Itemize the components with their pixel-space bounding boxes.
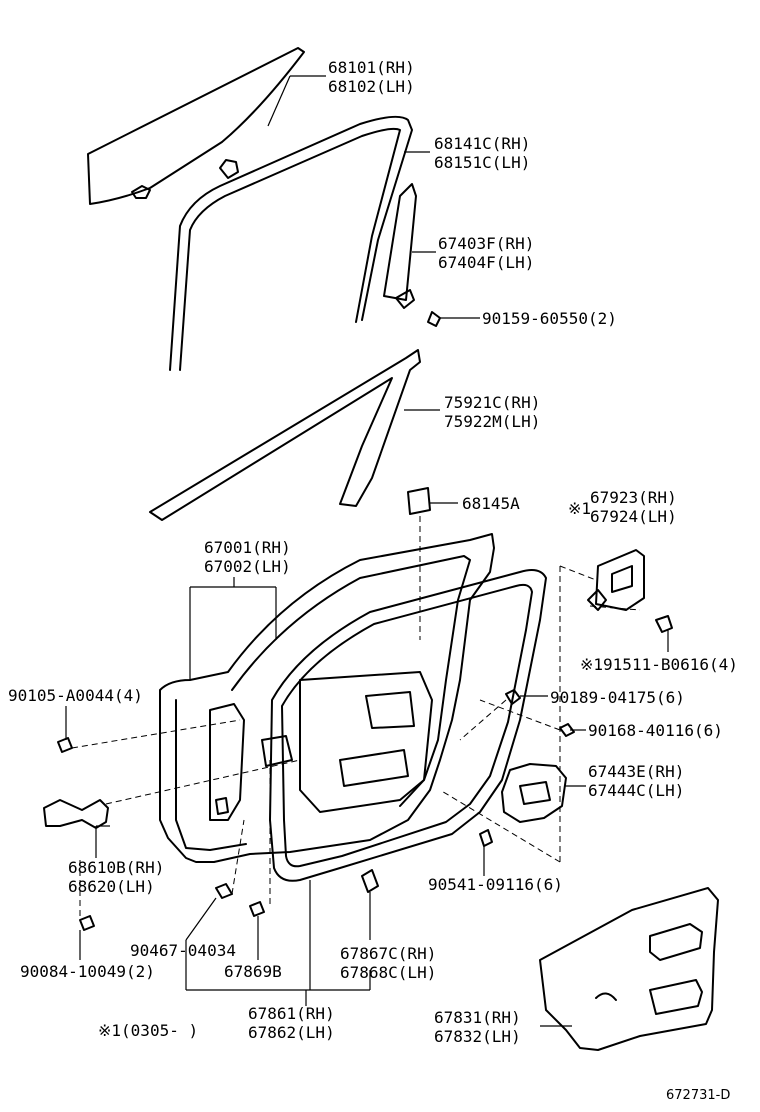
label-seal-b: 67869B — [224, 962, 282, 981]
hole-cover-part — [479, 689, 575, 847]
label-door-glass-rh: 68101(RH) — [328, 58, 415, 77]
label-pad: 68145A — [462, 494, 520, 513]
label-seal-b-text: 67869B — [224, 962, 282, 981]
label-door-panel: 67001(RH) 67002(LH) — [204, 538, 291, 576]
label-belt-moulding: 75921C(RH) 75922M(LH) — [444, 393, 540, 431]
label-door-glass: 68101(RH) 68102(LH) — [328, 58, 415, 96]
label-door-glass-lh: 68102(LH) — [328, 77, 415, 96]
label-bracket-lh: 67924(LH) — [590, 507, 677, 526]
label-screw-a: 90168-40116(6) — [588, 721, 723, 740]
label-weatherstrip-rh: 67861(RH) — [248, 1004, 335, 1023]
label-sash-bolt: 90159-60550(2) — [482, 309, 617, 328]
label-door-panel-rh: 67001(RH) — [204, 538, 291, 557]
label-glass-run: 68141C(RH) 68151C(LH) — [434, 134, 530, 172]
label-screw-a-text: 90168-40116(6) — [588, 721, 723, 740]
door-check-part — [43, 737, 109, 931]
label-sash-channel: 67403F(RH) 67404F(LH) — [438, 234, 534, 272]
label-sash-bolt-text: 90159-60550(2) — [482, 309, 617, 328]
label-door-panel-lh: 67002(LH) — [204, 557, 291, 576]
label-hole-film: 67831(RH) 67832(LH) — [434, 1008, 521, 1046]
label-clip-a: 90189-04175(6) — [550, 688, 685, 707]
label-glass-run-lh: 68151C(LH) — [434, 153, 531, 172]
label-hole-film-lh: 67832(LH) — [434, 1027, 521, 1046]
label-bracket: 67923(RH) 67924(LH) — [590, 488, 677, 526]
label-seal-c: 67867C(RH) 67868C(LH) — [340, 944, 436, 982]
label-note: ※1(0305- ) — [98, 1021, 198, 1040]
drawing-number: 672731-D — [666, 1086, 730, 1105]
label-weatherstrip-lh: 67862(LH) — [248, 1023, 335, 1042]
label-hinge-bolt-text: 90105-A0044(4) — [8, 686, 143, 705]
label-bracket-mark-text: ※1 — [568, 499, 592, 518]
label-hole-cover-lh: 67444C(LH) — [588, 781, 685, 800]
label-door-check-rh: 68610B(RH) — [68, 858, 165, 877]
label-pad-text: 68145A — [462, 494, 520, 513]
label-bracket-bolt-text: ※191511-B0616(4) — [580, 655, 738, 674]
label-bracket-bolt: ※191511-B0616(4) — [580, 655, 738, 674]
label-clip-b: 90541-09116(6) — [428, 875, 563, 894]
label-clip-a-text: 90189-04175(6) — [550, 688, 685, 707]
label-sash-channel-lh: 67404F(LH) — [438, 253, 535, 272]
label-note-text: ※1(0305- ) — [98, 1021, 199, 1040]
glass-run-part — [169, 115, 413, 371]
label-sash-channel-rh: 67403F(RH) — [438, 234, 535, 253]
label-hinge-bolt: 90105-A0044(4) — [8, 686, 143, 705]
label-belt-moulding-rh: 75921C(RH) — [444, 393, 541, 412]
pad-part — [407, 487, 431, 515]
leader-lines — [65, 75, 669, 1027]
dashed-leaders — [71, 516, 641, 916]
belt-moulding-part — [149, 349, 421, 521]
drawing-number-text: 672731-D — [666, 1088, 731, 1103]
label-seal-c-lh: 67868C(LH) — [340, 963, 437, 982]
label-clip-c-text: 90467-04034 — [130, 941, 236, 960]
door-panel-part — [159, 533, 495, 863]
label-check-bolt-text: 90084-10049(2) — [20, 962, 155, 981]
door-glass-part — [87, 47, 305, 205]
bracket-part — [587, 549, 673, 633]
label-door-check-lh: 68620(LH) — [68, 877, 155, 896]
label-check-bolt: 90084-10049(2) — [20, 962, 155, 981]
label-bracket-rh: 67923(RH) — [590, 488, 677, 507]
sash-channel-part — [383, 183, 441, 327]
label-hole-cover-rh: 67443E(RH) — [588, 762, 685, 781]
label-hole-cover: 67443E(RH) 67444C(LH) — [588, 762, 684, 800]
label-seal-c-rh: 67867C(RH) — [340, 944, 437, 963]
clips-part — [215, 869, 379, 917]
weatherstrip-part — [269, 569, 547, 882]
label-clip-b-text: 90541-09116(6) — [428, 875, 563, 894]
label-belt-moulding-lh: 75922M(LH) — [444, 412, 541, 431]
label-clip-c: 90467-04034 — [130, 941, 236, 960]
label-glass-run-rh: 68141C(RH) — [434, 134, 531, 153]
label-door-check: 68610B(RH) 68620(LH) — [68, 858, 164, 896]
label-weatherstrip: 67861(RH) 67862(LH) — [248, 1004, 335, 1042]
label-bracket-mark: ※1 — [568, 499, 591, 518]
service-hole-film-part — [539, 887, 719, 1051]
label-hole-film-rh: 67831(RH) — [434, 1008, 521, 1027]
